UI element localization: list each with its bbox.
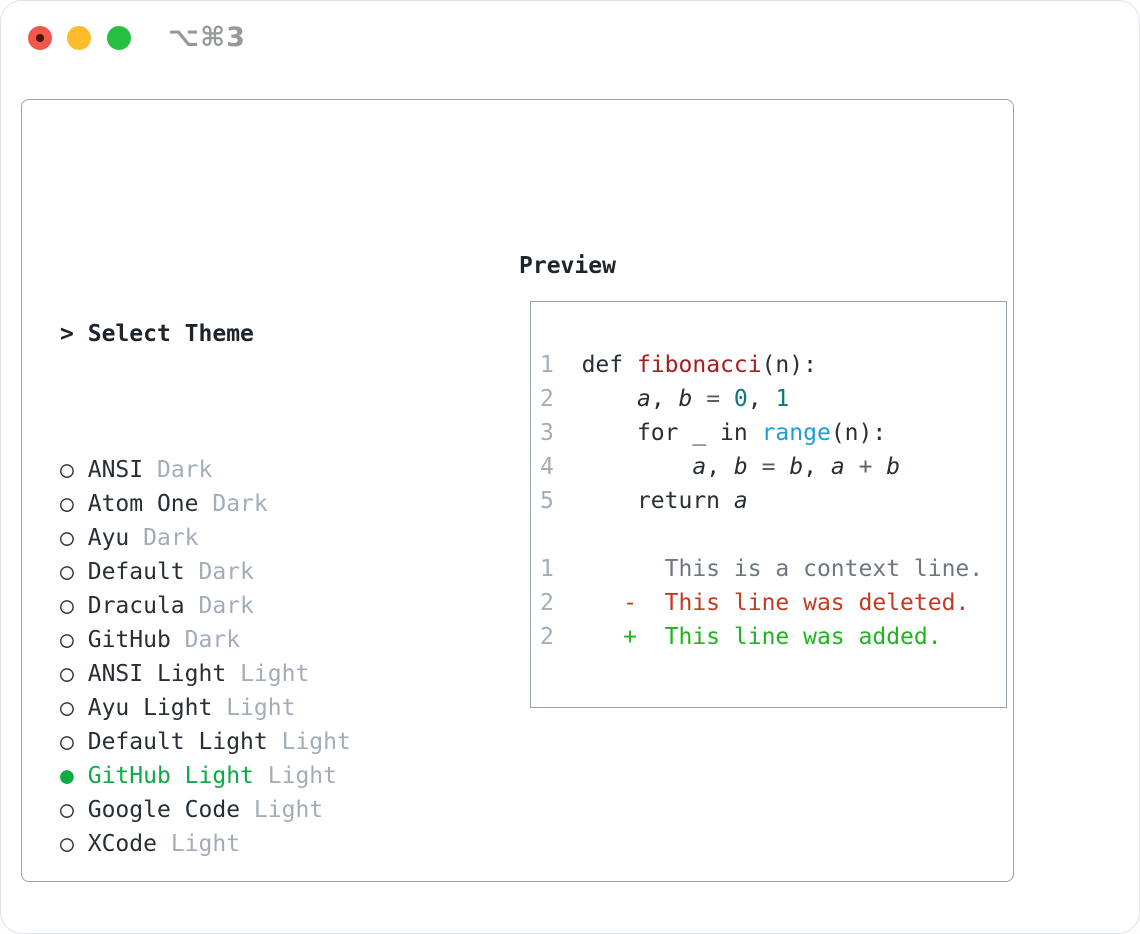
theme-option[interactable]: ○ Google Code Light bbox=[60, 793, 448, 827]
unsaved-changes-dot-icon bbox=[36, 34, 44, 42]
traffic-light-zoom-button[interactable] bbox=[107, 26, 131, 50]
window-title: ⌥⌘3 bbox=[168, 22, 246, 53]
radio-unselected-icon: ○ bbox=[60, 627, 74, 653]
theme-option[interactable]: ○ ANSI Light Light bbox=[60, 657, 448, 691]
option-variant-label: Dark bbox=[212, 491, 268, 517]
code-line bbox=[540, 518, 983, 552]
theme-picker-prompt: > Select Theme bbox=[60, 317, 448, 351]
theme-option[interactable]: ○ Dracula Dark bbox=[60, 589, 448, 623]
diff-line: 2 + This line was added. bbox=[540, 624, 942, 650]
radio-unselected-icon: ○ bbox=[60, 593, 74, 619]
theme-option[interactable]: ○ ANSI Dark bbox=[60, 453, 448, 487]
prompt-chevron-icon: > bbox=[60, 321, 74, 347]
traffic-light-close-button[interactable] bbox=[28, 26, 52, 50]
option-variant-label: Light bbox=[267, 763, 337, 789]
theme-option[interactable]: ○ GitHub Dark bbox=[60, 623, 448, 657]
line-number: 1 bbox=[540, 352, 554, 378]
left-column: > Select Theme ○ ANSI Dark○ Atom One Dar… bbox=[60, 249, 448, 933]
theme-picker-panel: > Select Theme ○ ANSI Dark○ Atom One Dar… bbox=[21, 99, 1014, 882]
theme-option[interactable]: ○ XCode Light bbox=[60, 827, 448, 861]
line-number: 5 bbox=[540, 488, 554, 514]
option-variant-label: Light bbox=[170, 831, 241, 857]
line-number: 1 bbox=[540, 556, 554, 582]
theme-picker-title: Select Theme bbox=[87, 321, 254, 347]
theme-option[interactable]: ● GitHub Light Light bbox=[60, 759, 448, 793]
radio-unselected-icon: ○ bbox=[60, 559, 74, 585]
radio-unselected-icon: ○ bbox=[60, 797, 74, 823]
code-line: 4 a, b = b, a + b bbox=[540, 454, 901, 480]
theme-list: ○ ANSI Dark○ Atom One Dark○ Ayu Dark○ De… bbox=[60, 453, 448, 861]
titlebar: ⌥⌘3 bbox=[1, 1, 1139, 77]
theme-option[interactable]: ○ Ayu Light Light bbox=[60, 691, 448, 725]
code-line: 2 a, b = 0, 1 bbox=[540, 386, 790, 412]
option-label: Dracula bbox=[87, 593, 185, 619]
radio-unselected-icon: ○ bbox=[60, 525, 74, 551]
line-number: 2 bbox=[540, 624, 554, 650]
preview-box: 1 def fibonacci(n): 2 a, b = 0, 1 3 for _ … bbox=[530, 301, 1007, 708]
theme-option[interactable]: ○ Ayu Dark bbox=[60, 521, 448, 555]
line-number: 4 bbox=[540, 454, 554, 480]
radio-selected-icon: ● bbox=[60, 763, 74, 789]
option-label: GitHub Light bbox=[87, 763, 254, 789]
option-label: XCode bbox=[87, 831, 157, 857]
radio-unselected-icon: ○ bbox=[60, 695, 74, 721]
theme-option[interactable]: ○ Default Dark bbox=[60, 555, 448, 589]
preview-code: 1 def fibonacci(n): 2 a, b = 0, 1 3 for _ … bbox=[540, 348, 983, 654]
option-variant-label: Dark bbox=[198, 593, 254, 619]
option-label: Google Code bbox=[87, 797, 241, 823]
option-variant-label: Light bbox=[240, 661, 310, 687]
option-label: Ayu bbox=[87, 525, 130, 551]
option-label: GitHub bbox=[87, 627, 171, 653]
option-variant-label: Dark bbox=[184, 627, 241, 653]
code-line: 5 return a bbox=[540, 488, 748, 514]
line-number: 2 bbox=[540, 386, 554, 412]
option-label: ANSI bbox=[87, 457, 144, 483]
option-variant-label: Dark bbox=[156, 457, 213, 483]
diff-line: 2 - This line was deleted. bbox=[540, 590, 970, 616]
option-variant-label: Light bbox=[226, 695, 296, 721]
option-variant-label: Dark bbox=[143, 525, 199, 551]
diff-line: 1 This is a context line. bbox=[540, 556, 984, 582]
option-label: Default bbox=[87, 559, 185, 585]
code-line: 3 for _ in range(n): bbox=[540, 420, 887, 446]
option-variant-label: Dark bbox=[198, 559, 254, 585]
option-variant-label: Light bbox=[253, 797, 324, 823]
radio-unselected-icon: ○ bbox=[60, 491, 74, 517]
code-line: 1 def fibonacci(n): bbox=[540, 352, 817, 378]
option-label: Ayu Light bbox=[87, 695, 213, 721]
theme-option[interactable]: ○ Atom One Dark bbox=[60, 487, 448, 521]
option-variant-label: Light bbox=[281, 729, 351, 755]
radio-unselected-icon: ○ bbox=[60, 661, 74, 687]
option-label: Atom One bbox=[87, 491, 199, 517]
option-label: Default Light bbox=[87, 729, 268, 755]
line-number: 2 bbox=[540, 590, 554, 616]
option-label: ANSI Light bbox=[87, 661, 227, 687]
traffic-light-minimize-button[interactable] bbox=[67, 26, 91, 50]
radio-unselected-icon: ○ bbox=[60, 831, 74, 857]
radio-unselected-icon: ○ bbox=[60, 729, 74, 755]
preview-title: Preview bbox=[519, 253, 616, 279]
radio-unselected-icon: ○ bbox=[60, 457, 74, 483]
theme-option[interactable]: ○ Default Light Light bbox=[60, 725, 448, 759]
line-number: 3 bbox=[540, 420, 554, 446]
